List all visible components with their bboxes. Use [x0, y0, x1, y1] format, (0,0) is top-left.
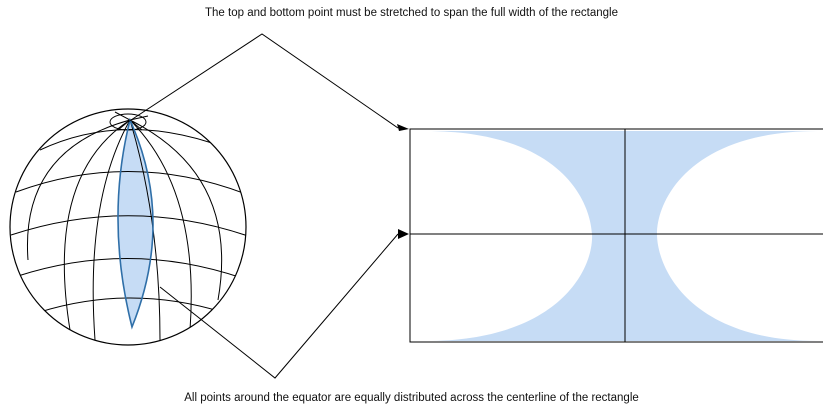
arrowheads	[397, 124, 409, 239]
globe-outline	[9, 108, 247, 346]
highlighted-gore-outline	[117, 117, 154, 330]
projection-rectangle	[409, 128, 823, 343]
bottom-caption: All points around the equator are equall…	[184, 392, 639, 404]
rectangle-frame	[409, 128, 823, 343]
pole-leader-line	[127, 33, 399, 129]
arrowhead-top	[397, 124, 409, 131]
equator-leader-line	[159, 233, 399, 379]
top-caption: The top and bottom point must be stretch…	[205, 7, 618, 19]
stretched-gore-fill	[425, 131, 818, 341]
globe	[9, 108, 247, 346]
leader-lines	[127, 33, 399, 379]
arrowhead-middle	[398, 229, 409, 239]
